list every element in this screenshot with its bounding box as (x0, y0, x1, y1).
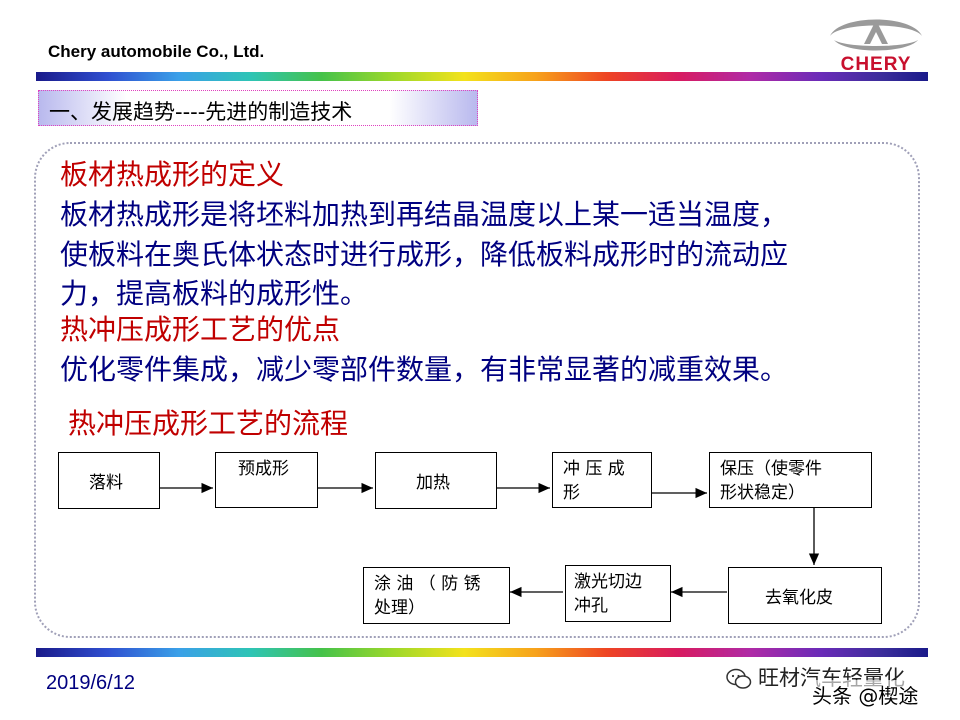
flow-step-stamping: 冲 压 成 形 (552, 452, 652, 508)
slide-date: 2019/6/12 (46, 672, 135, 694)
heading-advantages: 热冲压成形工艺的优点 (60, 313, 341, 346)
flow-step-label: 保压（使零件 (720, 459, 822, 479)
top-rainbow-divider (36, 72, 928, 81)
company-name: Chery automobile Co., Ltd. (48, 42, 265, 61)
flow-step-label: 冲孔 (574, 596, 608, 616)
watermark-sub: 头条 @楔途 (812, 680, 919, 709)
section-title: 一、发展趋势----先进的制造技术 (49, 100, 353, 124)
flow-step-laser-trimming: 激光切边 冲孔 (565, 565, 671, 622)
bottom-rainbow-divider (36, 648, 928, 657)
paragraph-definition-line-3: 力，提高板料的成形性。 (60, 277, 369, 310)
flow-step-label: 处理） (374, 598, 425, 618)
flow-step-blanking: 落料 (58, 452, 160, 509)
flow-step-pressure-holding: 保压（使零件 形状稳定） (709, 452, 872, 508)
section-title-bar: 一、发展趋势----先进的制造技术 (38, 90, 478, 126)
content-panel (34, 142, 920, 638)
flow-step-label: 涂 油 （ 防 锈 (374, 574, 481, 594)
paragraph-advantages: 优化零件集成，减少零部件数量，有非常显著的减重效果。 (60, 353, 789, 386)
heading-definition: 板材热成形的定义 (60, 158, 285, 191)
flow-step-label: 冲 压 成 (563, 459, 625, 479)
flow-step-label: 形状稳定） (720, 483, 805, 503)
flow-step-label: 加热 (416, 473, 450, 493)
logo-text: CHERY (840, 54, 912, 75)
flow-step-label: 去氧化皮 (765, 588, 833, 608)
flow-step-preforming: 预成形 (215, 452, 318, 508)
wechat-icon (726, 668, 752, 689)
flow-step-label: 落料 (89, 473, 123, 493)
paragraph-definition-line-1: 板材热成形是将坯料加热到再结晶温度以上某一适当温度， (60, 198, 789, 231)
flow-step-label: 预成形 (238, 459, 289, 479)
chery-logo: CHERY (820, 10, 932, 75)
flow-step-heating: 加热 (375, 452, 497, 509)
flow-step-oiling: 涂 油 （ 防 锈 处理） (363, 567, 510, 624)
chery-emblem-icon (830, 19, 922, 51)
paragraph-definition-line-2: 使板料在奥氏体状态时进行成形，降低板料成形时的流动应 (60, 238, 789, 271)
flow-step-label: 形 (563, 483, 580, 503)
flow-step-label: 激光切边 (574, 572, 642, 592)
heading-process-flow: 热冲压成形工艺的流程 (68, 407, 349, 440)
flow-step-descaling: 去氧化皮 (728, 567, 882, 624)
